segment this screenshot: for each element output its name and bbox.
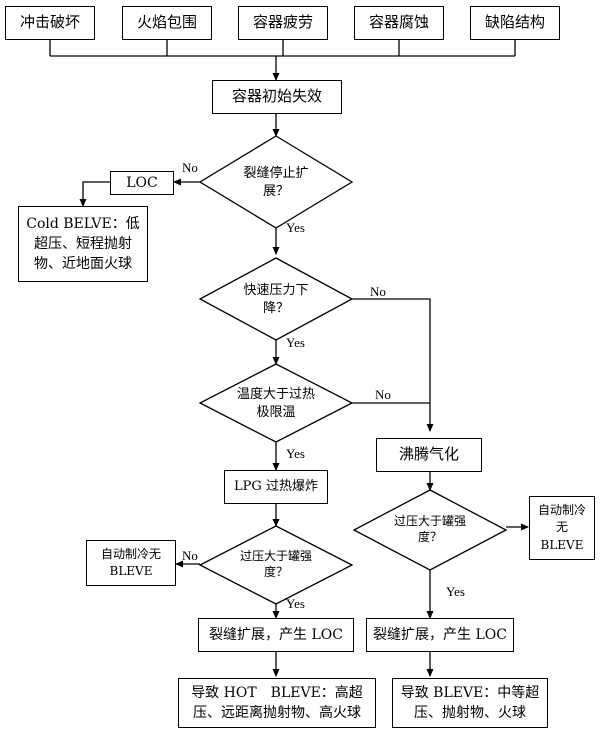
boiling-box: 沸腾气化 [376,438,482,472]
auto-cool-left-box: 自动制冷无 BLEVE [86,540,176,586]
connector-arrow [79,181,110,207]
decision-overpressure-left-shape [198,525,354,605]
edge-label-no: No [370,284,386,299]
edge-label-no: No [182,160,198,175]
cause-label: 容器腐蚀 [368,13,429,32]
cause-label: 容器疲劳 [252,13,313,32]
decision-fast-pressure-drop-shape [198,257,354,341]
cause-box-fire-engulfment: 火焰包围 [122,6,212,40]
edge-label-yes: Yes [286,220,305,235]
hot-bleve-label: 导致 HOT BLEVE：高超压、远距离抛射物、高火球 [191,684,363,721]
lpg-explosion-box: LPG 过热爆炸 [224,470,328,504]
decision-overpressure-left-label: 过压大于罐强度？ [239,549,312,580]
edge-label-yes: Yes [286,596,305,611]
crack-loc-left-label: 裂缝扩展，产生 LOC [209,626,343,643]
edge-label-yes: Yes [286,335,305,350]
edge-label-no: No [182,548,198,563]
connector-arrow [352,298,434,432]
lpg-explosion-label: LPG 过热爆炸 [234,478,318,494]
decision-overpressure-right-shape [352,489,508,571]
cold-bleve-box: Cold BELVE：低超压、短程抛射物、近地面火球 [18,206,148,282]
hot-bleve-box: 导致 HOT BLEVE：高超压、远距离抛射物、高火球 [178,678,376,728]
bleve-result-box: 导致 BLEVE：中等超压、抛射物、火球 [392,678,548,728]
edge-label-no: No [375,387,391,402]
decision-fast-pressure-drop-label: 快速压力下降？ [243,282,309,315]
auto-cool-left-label: 自动制冷无 BLEVE [100,546,161,578]
cause-label: 冲击破坏 [19,13,80,32]
bleve-result-label: 导致 BLEVE：中等超压、抛射物、火球 [400,684,540,721]
cause-box-impact: 冲击破坏 [5,6,95,40]
edge-label-yes: Yes [446,584,465,599]
decision-temp-over-limit-label: 温度大于过热极限温 [236,386,315,419]
cause-box-fatigue: 容器疲劳 [238,6,328,40]
cause-box-corrosion: 容器腐蚀 [354,6,444,40]
decision-overpressure-right-label: 过压大于罐强度？ [393,514,466,545]
decision-crack-stop-shape [198,135,354,229]
loc-box: LOC [110,171,174,195]
boiling-label: 沸腾气化 [398,445,459,464]
decision-crack-stop-label: 裂缝停止扩展？ [243,165,309,198]
crack-loc-right-box: 裂缝扩展，产生 LOC [366,618,514,652]
cause-label: 火焰包围 [136,13,197,32]
auto-cool-right-label: 自动制冷无 BLEVE [537,502,586,552]
decision-temp-over-limit-shape [198,363,354,443]
initial-failure-label: 容器初始失效 [231,87,322,106]
edge-label-yes: Yes [286,446,305,461]
cause-label: 缺陷结构 [484,13,545,32]
auto-cool-right-box: 自动制冷无 BLEVE [529,496,595,560]
crack-loc-right-label: 裂缝扩展，产生 LOC [373,626,507,643]
crack-loc-left-box: 裂缝扩展，产生 LOC [198,618,354,652]
initial-failure-box: 容器初始失效 [212,80,342,114]
cause-box-defect: 缺陷结构 [470,6,560,40]
loc-label: LOC [126,174,158,191]
cold-bleve-label: Cold BELVE：低超压、短程抛射物、近地面火球 [26,215,140,273]
